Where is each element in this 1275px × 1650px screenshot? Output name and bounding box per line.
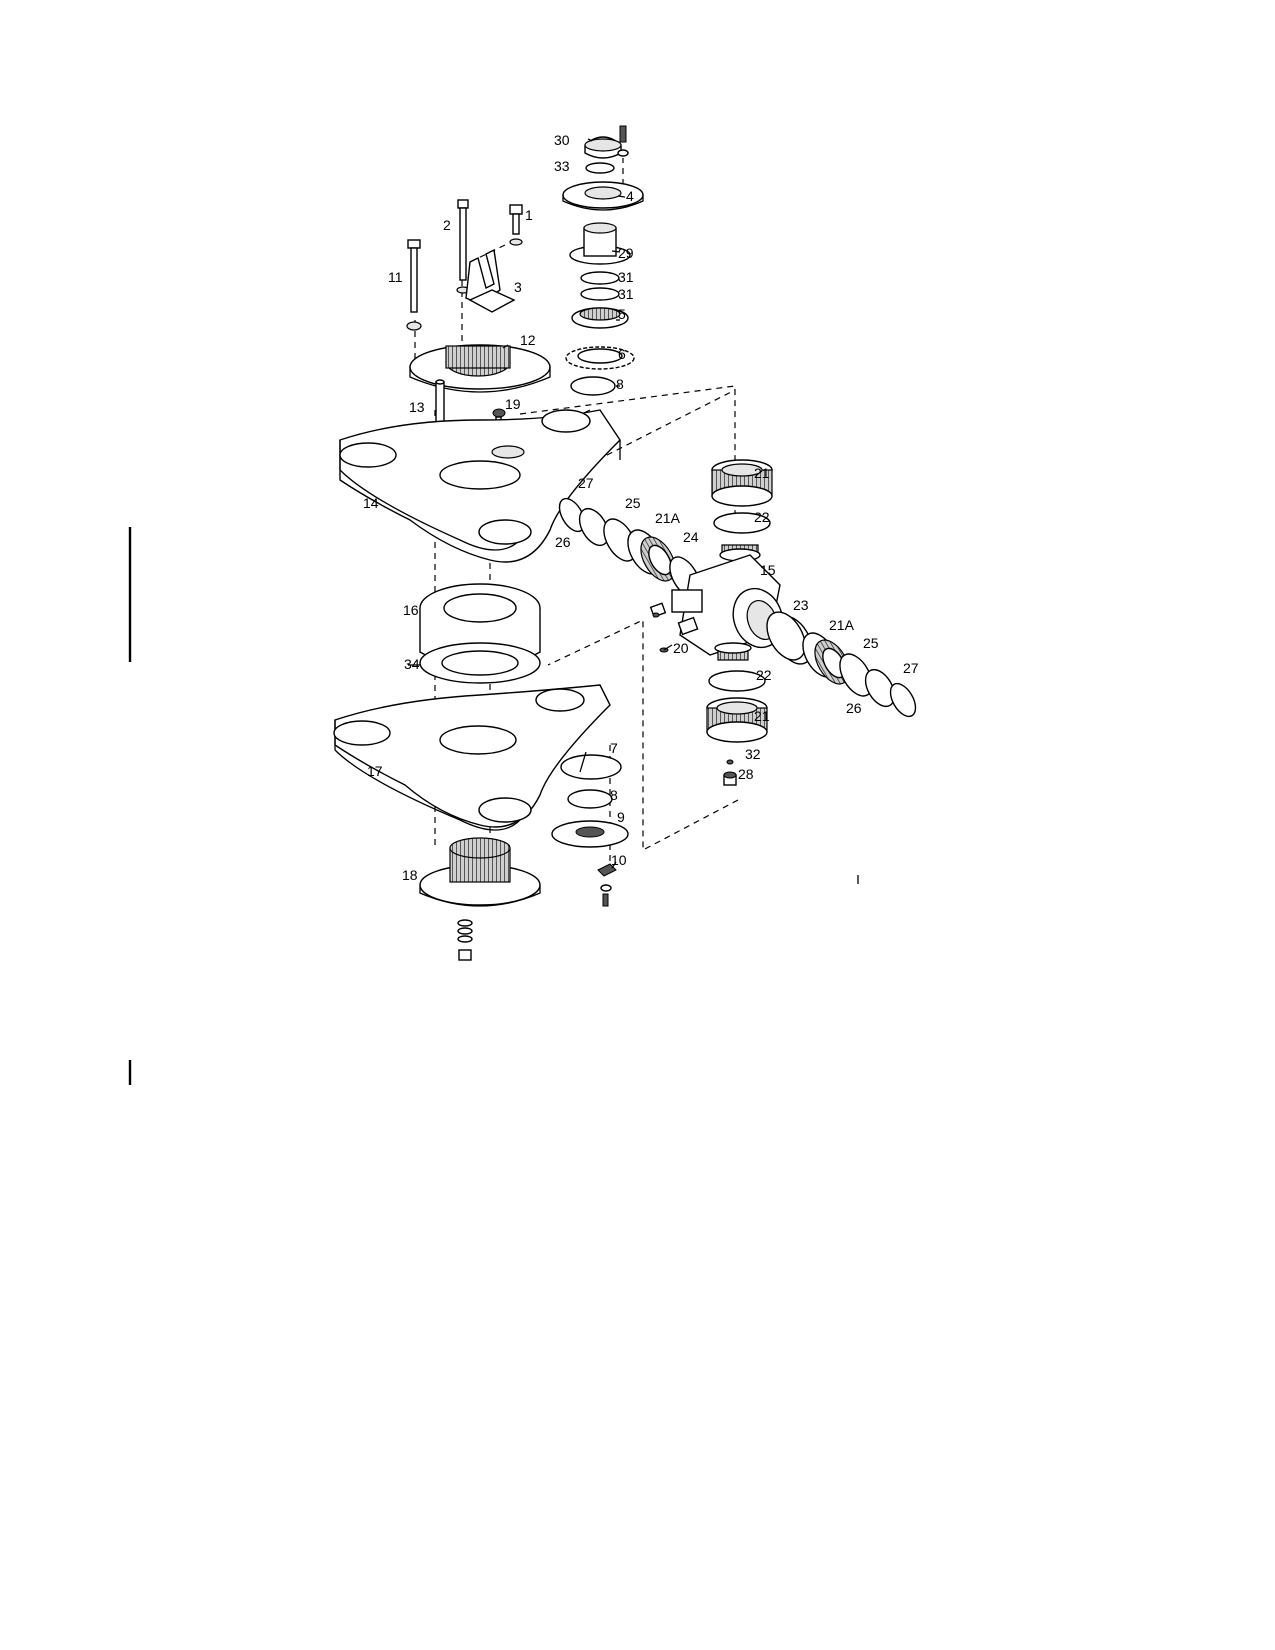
- part-7-washer: [560, 754, 622, 780]
- part-12-upper-bushing: [409, 344, 551, 393]
- part-29-sleeve: [569, 222, 631, 265]
- part-number-labels: 30 33 4 2 1 29 11 31 3 31 5 12 6 8 13 19…: [363, 132, 919, 883]
- label-part-34: 34: [404, 656, 420, 672]
- label-part-8-lower: 8: [610, 787, 618, 803]
- part-14-upper-yoke: [339, 409, 621, 563]
- label-part-29: 29: [618, 245, 634, 261]
- part-26-ring-left: [578, 507, 610, 547]
- part-bolt-top: [617, 125, 629, 157]
- part-lower-nut-stack: [457, 919, 473, 961]
- label-part-14: 14: [363, 495, 379, 511]
- label-part-26-left: 26: [555, 534, 571, 550]
- label-part-28: 28: [738, 766, 754, 782]
- label-part-31-b: 31: [618, 286, 634, 302]
- part-6-lock-washer: [565, 346, 635, 370]
- label-part-2: 2: [443, 217, 451, 233]
- part-22-ring-lower: [708, 670, 766, 692]
- part-20-block: [649, 602, 699, 653]
- label-part-22-upper: 22: [754, 509, 770, 525]
- part-23-sleeve: [766, 611, 813, 665]
- label-part-18: 18: [402, 867, 418, 883]
- label-part-21-upper: 21: [754, 465, 770, 481]
- label-part-20: 20: [673, 640, 689, 656]
- part-1-bolt: [509, 204, 523, 246]
- label-part-4: 4: [626, 188, 634, 204]
- label-part-24: 24: [683, 529, 699, 545]
- label-part-21-lower: 21: [754, 708, 770, 724]
- part-11-bolt: [406, 239, 422, 331]
- label-part-25-left: 25: [625, 495, 641, 511]
- label-part-21A-right: 21A: [829, 617, 855, 633]
- label-part-11: 11: [388, 269, 403, 285]
- label-part-15: 15: [760, 562, 776, 578]
- part-28-fitting: [723, 771, 737, 786]
- label-part-17: 17: [367, 763, 383, 779]
- part-30-cap: [584, 136, 622, 159]
- label-part-7: 7: [610, 740, 618, 756]
- part-21-bearing-lower: [706, 697, 768, 743]
- leader-lines: [408, 138, 626, 869]
- label-part-30: 30: [554, 132, 570, 148]
- part-33-o-ring: [585, 162, 615, 174]
- label-part-31-a: 31: [618, 269, 634, 285]
- label-part-12: 12: [520, 332, 536, 348]
- part-34-shim: [419, 642, 541, 684]
- label-part-21A-left: 21A: [655, 510, 681, 526]
- part-31-ring-b: [580, 287, 620, 301]
- label-part-10: 10: [611, 852, 627, 868]
- part-8-washer-upper: [570, 376, 616, 396]
- label-part-32: 32: [745, 746, 761, 762]
- label-part-33: 33: [554, 158, 570, 174]
- label-part-16: 16: [403, 602, 419, 618]
- part-27-ring-left: [558, 497, 586, 533]
- part-3-bracket: [465, 248, 516, 313]
- label-part-27-right: 27: [903, 660, 919, 676]
- label-part-23: 23: [793, 597, 809, 613]
- label-part-19: 19: [505, 396, 521, 412]
- label-part-27-left: 27: [578, 475, 594, 491]
- label-part-3: 3: [514, 279, 522, 295]
- part-5-nut: [571, 307, 629, 329]
- label-part-13: 13: [409, 399, 425, 415]
- part-32-seal: [726, 759, 734, 765]
- label-part-1: 1: [525, 207, 533, 223]
- part-21-bearing-upper: [711, 459, 773, 507]
- label-part-26-right: 26: [846, 700, 862, 716]
- label-part-6: 6: [618, 346, 626, 362]
- part-31-ring-a: [580, 271, 620, 285]
- part-27-ring-right: [889, 682, 917, 718]
- part-25-ring-right: [839, 653, 873, 697]
- part-18-lower-bushing: [419, 837, 541, 907]
- part-22-ring-upper: [713, 512, 771, 534]
- part-2-long-bolt: [456, 199, 470, 294]
- part-26-ring-right: [864, 668, 896, 708]
- label-part-8-upper: 8: [616, 376, 624, 392]
- label-part-22-lower: 22: [756, 667, 772, 683]
- part-17-lower-yoke: [333, 684, 611, 831]
- label-part-25-right: 25: [863, 635, 879, 651]
- part-21A-bearing-right: [802, 632, 850, 685]
- part-4-flange: [562, 181, 644, 211]
- part-9-plate: [551, 820, 629, 848]
- label-part-5: 5: [618, 306, 626, 322]
- part-15-cross-body: [671, 544, 784, 661]
- part-8-washer-lower: [567, 789, 613, 809]
- part-10-lock: [597, 863, 617, 907]
- label-part-9: 9: [617, 809, 625, 825]
- part-21A-bearing-left: [627, 529, 676, 582]
